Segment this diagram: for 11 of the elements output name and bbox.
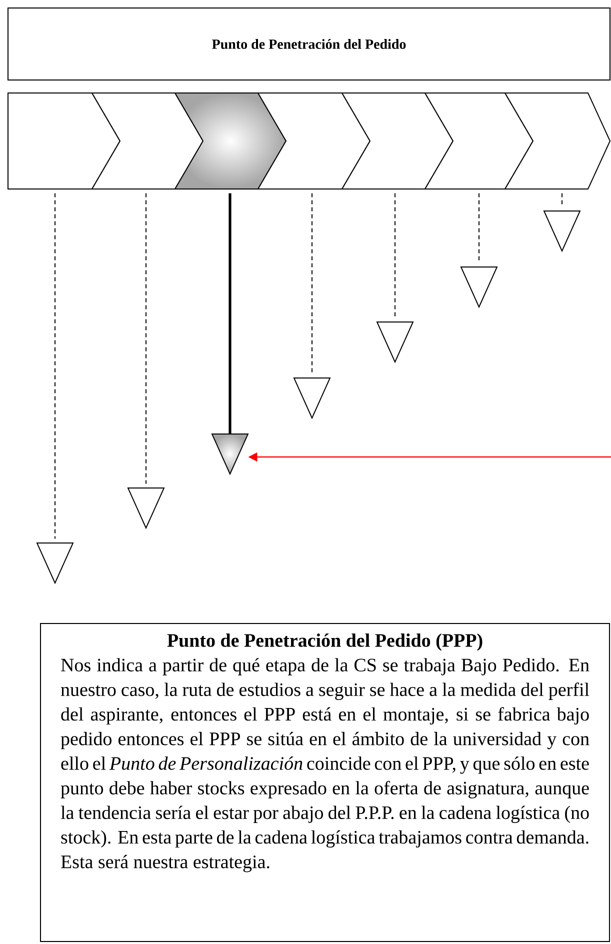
stage-box bbox=[504, 92, 611, 190]
stage-box bbox=[91, 92, 204, 190]
stage-box bbox=[341, 92, 454, 190]
connector-line bbox=[54, 192, 56, 540]
connector-line bbox=[228, 193, 232, 434]
text-box: Punto de Penetración del Pedido (PPP) Nos indica a partir de qué etapa de la CS se trabaja Bajo Pedido. En nuestro caso, la ruta de estudios a seguir se hace a la medida del perfil del aspirante, entonces el PPP está en el montaje, si se fabrica bajo pedido entonces el PPP se sitúa en el ámbito de la universidad y con ello el Punto de Personalización coincide con el PPP, y que sólo en este punto debe haber stocks expresado en la oferta de asignatura, aunque la tendencia sería el estar por abajo del P.P.P. en la cadena logística (no stock). En esta parte de la cadena logística trabajamos contra demanda. Esta será nuestra estrategia. bbox=[40, 623, 610, 942]
stage-box bbox=[8, 92, 121, 190]
stage-box bbox=[257, 92, 371, 190]
connector-line bbox=[394, 192, 396, 318]
stage-box bbox=[424, 92, 534, 190]
title-box: Punto de Penetración del Pedido bbox=[8, 7, 610, 80]
